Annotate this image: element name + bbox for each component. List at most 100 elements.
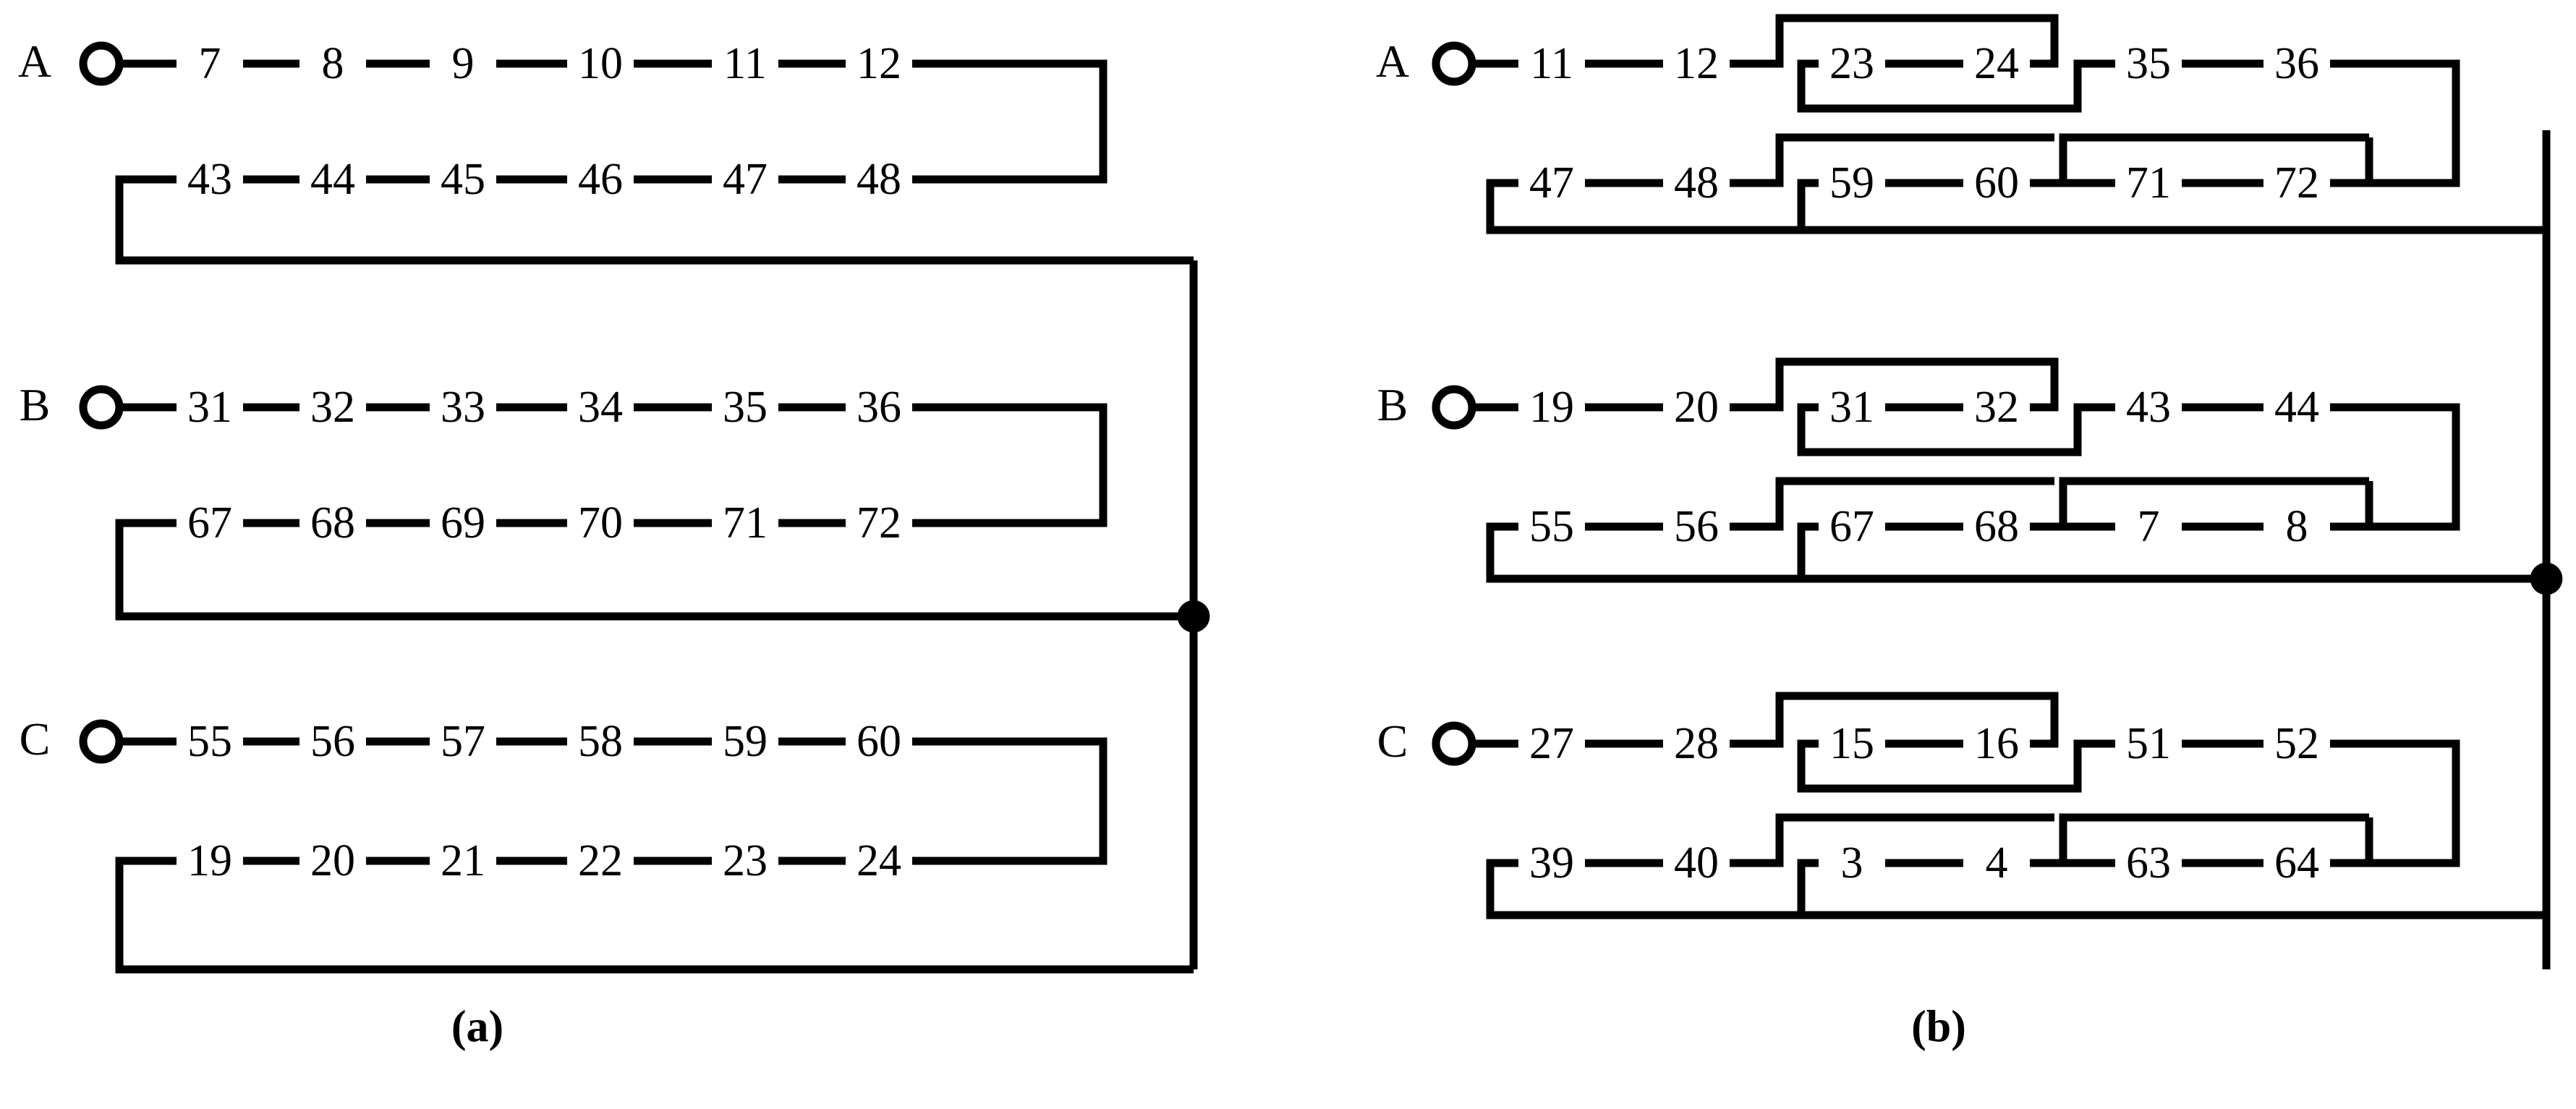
node-label: 44 bbox=[304, 157, 362, 202]
node-label: 48 bbox=[850, 157, 908, 202]
step-down-rail bbox=[1797, 59, 2054, 113]
step-down-rail bbox=[1797, 739, 2054, 793]
node-label: 71 bbox=[2120, 161, 2177, 205]
node-label: 58 bbox=[571, 719, 629, 764]
step-up-rail bbox=[1730, 14, 2059, 68]
return-bend bbox=[2330, 739, 2460, 867]
node-label: 19 bbox=[1523, 385, 1581, 430]
node-label: 12 bbox=[850, 41, 908, 86]
node-label: 24 bbox=[850, 838, 908, 883]
node-label: 12 bbox=[1667, 41, 1725, 86]
group-label-c-a: C bbox=[19, 713, 51, 765]
node-label: 57 bbox=[434, 719, 492, 764]
group-rail bbox=[115, 519, 1194, 621]
node-label: 16 bbox=[1968, 721, 2025, 766]
node-label: 47 bbox=[716, 157, 774, 202]
group-label-a-a: A bbox=[17, 35, 52, 87]
node-label: 3 bbox=[1834, 841, 1870, 885]
rise-to-segment3 bbox=[2054, 59, 2115, 113]
group-label-b-a: B bbox=[19, 379, 51, 430]
node-label: 31 bbox=[1823, 385, 1881, 430]
terminal-node-a-b bbox=[1432, 41, 1476, 86]
group-label-a-b: A bbox=[1375, 35, 1410, 87]
bottom-left-tail bbox=[1486, 522, 1801, 583]
return-bend bbox=[912, 403, 1108, 527]
node-label: 32 bbox=[1968, 385, 2025, 430]
bottom-upper-rail-drop bbox=[2330, 817, 2373, 867]
node-label: 67 bbox=[181, 501, 239, 545]
node-label: 11 bbox=[717, 41, 773, 86]
node-label: 10 bbox=[571, 41, 629, 86]
node-label: 28 bbox=[1667, 721, 1725, 766]
bottom-upper-rail bbox=[2059, 133, 2369, 187]
terminal-node-b-b bbox=[1432, 385, 1476, 430]
node-label: 68 bbox=[304, 501, 362, 545]
step-up-rail bbox=[1730, 357, 2059, 412]
group-rail bbox=[1797, 859, 2546, 919]
group-label-b-b: B bbox=[1377, 379, 1408, 430]
node-label: 56 bbox=[1667, 504, 1725, 549]
bottom-step-up bbox=[1730, 133, 2054, 187]
node-label: 36 bbox=[850, 385, 908, 430]
node-label: 52 bbox=[2268, 721, 2326, 766]
bottom-left-tail bbox=[1486, 179, 1801, 234]
bottom-upper-rail bbox=[2059, 813, 2369, 867]
bottom-left-tail bbox=[1486, 859, 1801, 919]
node-label: 23 bbox=[716, 838, 774, 883]
node-label: 15 bbox=[1823, 721, 1881, 766]
node-label: 11 bbox=[1523, 41, 1580, 86]
rise-to-segment3 bbox=[2054, 739, 2115, 793]
bottom-step-up bbox=[1730, 813, 2054, 867]
node-label: 60 bbox=[1968, 161, 2025, 205]
node-label: 36 bbox=[2268, 41, 2326, 86]
node-label: 8 bbox=[315, 41, 351, 86]
return-bend bbox=[912, 737, 1108, 865]
node-label: 55 bbox=[1523, 504, 1581, 549]
node-label: 72 bbox=[850, 501, 908, 545]
rise-to-segment3 bbox=[2054, 403, 2115, 456]
node-label: 60 bbox=[850, 719, 908, 764]
node-label: 8 bbox=[2279, 504, 2315, 549]
node-label: 35 bbox=[2120, 41, 2177, 86]
node-label: 59 bbox=[716, 719, 774, 764]
node-label: 69 bbox=[434, 501, 492, 545]
node-label: 63 bbox=[2120, 841, 2177, 885]
return-bend bbox=[2330, 59, 2460, 187]
node-label: 7 bbox=[2130, 504, 2167, 549]
node-label: 55 bbox=[181, 719, 239, 764]
node-label: 9 bbox=[445, 41, 481, 86]
panel-caption-a: (a) bbox=[451, 1002, 504, 1052]
node-label: 24 bbox=[1968, 41, 2025, 86]
node-label: 47 bbox=[1523, 161, 1581, 205]
node-label: 51 bbox=[2120, 721, 2177, 766]
node-label: 46 bbox=[571, 157, 629, 202]
node-label: 43 bbox=[2120, 385, 2177, 430]
bottom-upper-rail-drop bbox=[2330, 481, 2373, 531]
node-label: 40 bbox=[1667, 841, 1725, 885]
node-label: 43 bbox=[181, 157, 239, 202]
node-label: 4 bbox=[1978, 841, 2015, 885]
panel-caption-b: (b) bbox=[1911, 1002, 1966, 1052]
node-label: 31 bbox=[181, 385, 239, 430]
node-label: 72 bbox=[2268, 161, 2326, 205]
group-rail bbox=[1797, 179, 2546, 234]
node-label: 48 bbox=[1667, 161, 1725, 205]
terminal-node-a-a bbox=[79, 41, 124, 86]
node-label: 20 bbox=[304, 838, 362, 883]
node-label: 39 bbox=[1523, 841, 1581, 885]
node-label: 33 bbox=[434, 385, 492, 430]
node-label: 34 bbox=[571, 385, 629, 430]
node-label: 23 bbox=[1823, 41, 1881, 86]
node-label: 22 bbox=[571, 838, 629, 883]
node-label: 64 bbox=[2268, 841, 2326, 885]
group-rail bbox=[115, 175, 1194, 265]
node-label: 67 bbox=[1823, 504, 1881, 549]
group-rail bbox=[1797, 522, 2546, 583]
return-bend bbox=[2330, 403, 2460, 531]
node-label: 27 bbox=[1523, 721, 1581, 766]
step-up-rail bbox=[1730, 692, 2059, 748]
node-label: 32 bbox=[304, 385, 362, 430]
bottom-upper-rail bbox=[2059, 477, 2369, 531]
